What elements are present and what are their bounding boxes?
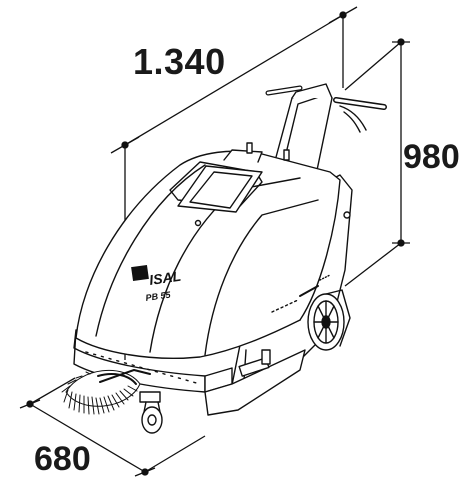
brand-name: ISAL [148, 268, 182, 288]
width-dimension-line [19, 377, 206, 477]
sweeper-machine: ISAL PB 55 [61, 83, 387, 434]
height-dimension-line [344, 38, 410, 287]
rear-wheel [307, 289, 351, 351]
caster-wheel [139, 391, 163, 434]
height-dimension-label: 980 [403, 138, 460, 176]
length-dimension-label: 1.340 [133, 41, 226, 82]
width-dimension-label: 680 [34, 440, 91, 478]
handle-column [265, 83, 387, 176]
model-name: PB 55 [145, 289, 172, 303]
body-hood [75, 142, 341, 360]
side-brush [61, 369, 151, 415]
side-decal [271, 274, 331, 313]
lower-chassis [204, 349, 306, 416]
brand-logo: ISAL PB 55 [131, 264, 182, 303]
